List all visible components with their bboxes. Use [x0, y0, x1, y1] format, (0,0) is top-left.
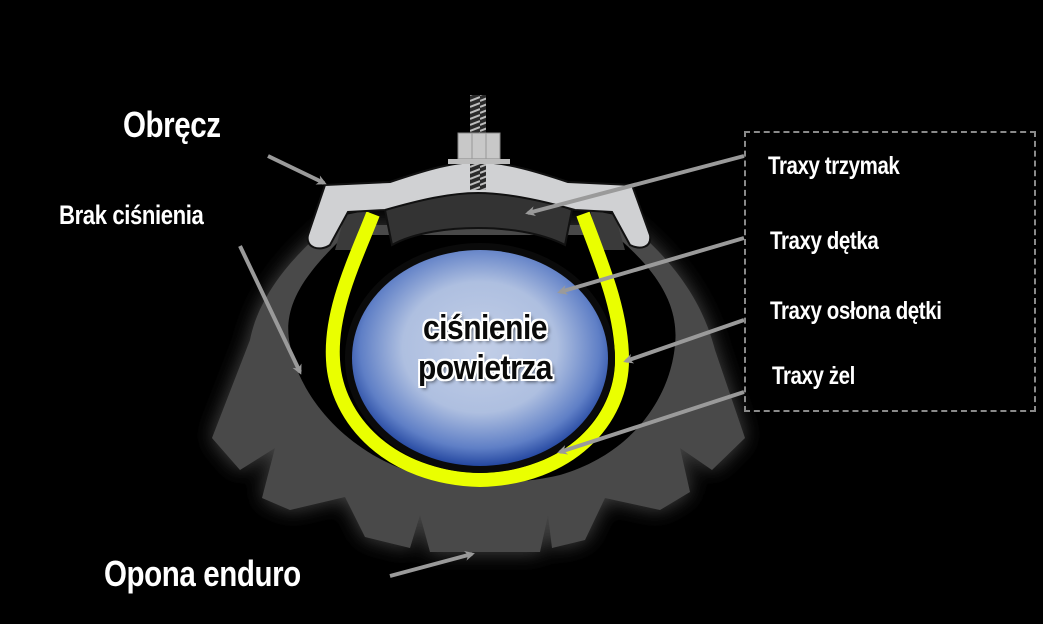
arrow-traxy-tube: [557, 236, 745, 295]
label-air-pressure-line1: ciśnienie: [422, 309, 548, 347]
leader-arrows: [238, 154, 745, 578]
label-rim: Obręcz: [123, 104, 221, 145]
legend-item-traxy-tube: Traxy dętka: [770, 227, 879, 255]
label-air-pressure: ciśnienie powietrza: [371, 308, 600, 388]
legend-item-traxy-gel: Traxy żel: [772, 362, 855, 390]
arrow-traxy-holder: [525, 154, 745, 217]
label-no-pressure: Brak ciśnienia: [59, 200, 204, 230]
arrow-no-pressure: [238, 245, 302, 375]
tube-shield: [325, 211, 629, 487]
traxy-legend-box: [744, 131, 1036, 412]
legend-item-traxy-holder: Traxy trzymak: [768, 152, 900, 180]
label-tire: Opona enduro: [104, 553, 301, 594]
inner-tube: [352, 250, 608, 466]
label-air-pressure-line2: powietrza: [417, 349, 553, 387]
arrow-tire: [389, 550, 475, 578]
arrow-rim: [267, 154, 327, 185]
arrow-traxy-gel: [557, 390, 745, 455]
arrow-traxy-shield: [623, 318, 745, 364]
valve-nut: [457, 132, 501, 160]
legend-item-traxy-shield: Traxy osłona dętki: [770, 297, 942, 325]
valve-washer: [448, 159, 510, 164]
